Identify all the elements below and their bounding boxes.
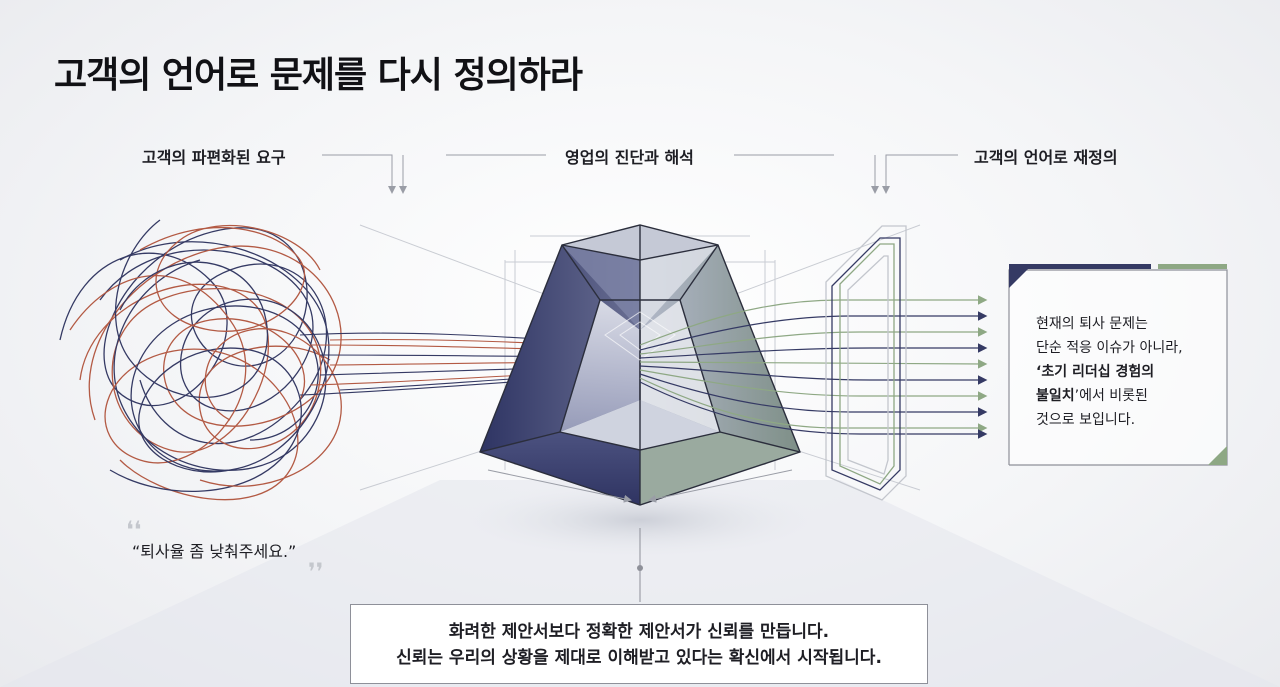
result-box-frame [1008,264,1228,466]
diverging-lines [639,295,988,439]
tangled-requests [59,219,342,501]
column-label-redefinition: 고객의 언어로 재정의 [974,148,1118,167]
redefined-statement: 현재의 퇴사 문제는 단순 적응 이슈가 아니라, ‘초기 리더십 경험의 불일… [1036,312,1216,432]
result-line-5: 것으로 보입니다. [1036,412,1136,428]
message-connector [637,528,643,602]
page-title: 고객의 언어로 문제를 다시 정의하라 [54,55,583,96]
result-line-4-bold: 불일치 [1036,388,1075,404]
bottom-message-line-2: 신뢰는 우리의 상황을 제대로 이해받고 있다는 확신에서 시작됩니다. [396,648,882,668]
result-line-1: 현재의 퇴사 문제는 [1036,316,1148,332]
result-line-3: ‘초기 리더십 경험의 [1036,364,1155,380]
hexagon-filter [825,225,907,501]
open-quote-icon: ❛❛ [126,516,142,544]
result-line-4: 불일치’에서 비롯된 [1036,384,1216,408]
diagnosis-prism [479,224,801,506]
header-connectors [322,154,958,194]
bottom-message-box: 화려한 제안서보다 정확한 제안서가 신뢰를 만듭니다. 신뢰는 우리의 상황을… [350,604,928,684]
close-quote-icon: ❜❜ [308,558,324,586]
column-label-diagnosis: 영업의 진단과 해석 [565,148,694,167]
result-line-2: 단순 적응 이슈가 아니라, [1036,340,1183,356]
column-label-fragmented-needs: 고객의 파편화된 요구 [142,148,286,167]
bottom-message-line-1: 화려한 제안서보다 정확한 제안서가 신뢰를 만듭니다. [448,622,830,642]
result-line-4-rest: ’에서 비롯된 [1074,388,1148,404]
customer-quote: “퇴사율 좀 낮춰주세요.” [132,542,297,561]
